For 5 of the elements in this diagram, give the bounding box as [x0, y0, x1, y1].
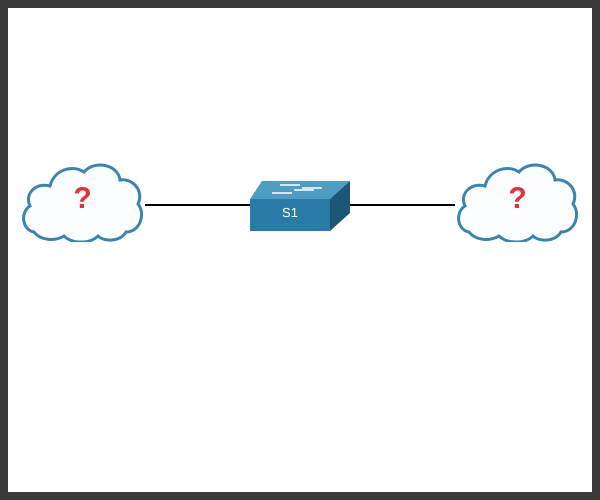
network-link [145, 204, 250, 206]
network-link [350, 204, 455, 206]
node-label: ? [507, 182, 528, 216]
device-label: S1 [281, 205, 299, 221]
node-label: ? [72, 182, 93, 216]
